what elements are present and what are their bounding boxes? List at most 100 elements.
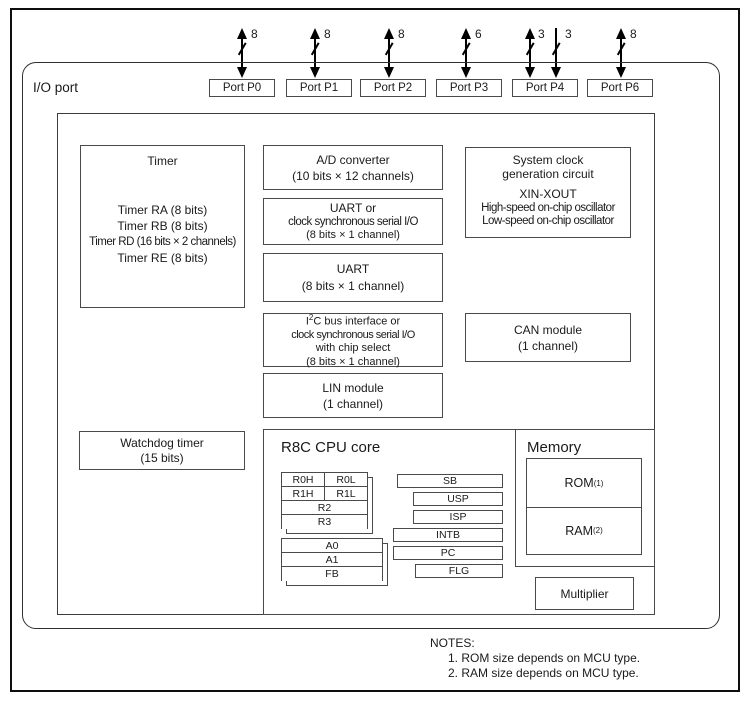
system-clock-block: System clock generation circuit XIN-XOUT… xyxy=(465,147,631,238)
register-isp: ISP xyxy=(413,510,503,524)
rom-footnote-ref: (1) xyxy=(593,478,604,488)
i2c-title-post: C bus interface or xyxy=(313,315,401,328)
register-a1: A1 xyxy=(325,553,339,566)
can-spec: (1 channel) xyxy=(517,338,579,353)
i2c-line: with chip select xyxy=(315,342,391,355)
register-r2: R2 xyxy=(317,501,332,514)
register-intb: INTB xyxy=(393,528,503,542)
bus-width-label: 8 xyxy=(398,27,405,41)
port-box-p0: Port P0 xyxy=(209,79,275,97)
notes-title: NOTES: xyxy=(430,636,475,650)
bus-arrow-port-p0 xyxy=(237,28,247,78)
ram-label: RAM xyxy=(565,523,593,538)
multiplier-label: Multiplier xyxy=(560,586,609,601)
port-box-p4: Port P4 xyxy=(512,79,578,97)
arrowhead-down-icon xyxy=(551,67,561,78)
timer-title: Timer xyxy=(147,154,178,168)
timer-block: Timer Timer RA (8 bits) Timer RB (8 bits… xyxy=(80,145,245,308)
arrowhead-up-icon xyxy=(237,28,247,39)
arrow-shaft xyxy=(465,37,467,69)
bus-width-label: 8 xyxy=(251,27,258,41)
lin-spec: (1 channel) xyxy=(322,396,384,411)
bus-width-label: 3 xyxy=(538,27,545,41)
uart-sync-line: clock synchronous serial I/O xyxy=(288,215,418,228)
watchdog-title: Watchdog timer xyxy=(120,435,204,450)
multiplier-block: Multiplier xyxy=(535,577,634,610)
arrowhead-down-icon xyxy=(461,67,471,78)
rom-cell: ROM(1) xyxy=(527,459,641,508)
bus-width-label: 6 xyxy=(475,27,482,41)
system-clock-title2: generation circuit xyxy=(502,166,594,181)
timer-line: Timer RD (16 bits × 2 channels) xyxy=(89,236,236,248)
bus-arrow-port-p1 xyxy=(310,28,320,78)
watchdog-spec: (15 bits) xyxy=(140,450,184,465)
rom-ram-box: ROM(1) RAM(2) xyxy=(526,458,642,555)
i2c-line: (8 bits × 1 channel) xyxy=(306,355,400,368)
note-item: 2. RAM size depends on MCU type. xyxy=(448,666,639,680)
timer-line: Timer RE (8 bits) xyxy=(117,251,208,265)
ram-cell: RAM(2) xyxy=(527,508,641,553)
bus-arrow-port-p3 xyxy=(461,28,471,78)
uart-sync-line: UART or xyxy=(329,200,377,215)
uart-sync-serial-block: UART or clock synchronous serial I/O (8 … xyxy=(263,198,443,245)
register-r1l: R1L xyxy=(336,487,356,500)
notes-section: NOTES: 1. ROM size depends on MCU type. … xyxy=(430,636,640,681)
arrowhead-up-icon xyxy=(461,28,471,39)
port-box-p3: Port P3 xyxy=(436,79,502,97)
note-item: 1. ROM size depends on MCU type. xyxy=(448,651,641,665)
register-r3: R3 xyxy=(317,516,332,528)
arrowhead-down-icon xyxy=(525,67,535,78)
arrowhead-up-icon xyxy=(525,28,535,39)
timer-line: Timer RB (8 bits) xyxy=(117,219,208,233)
arrow-shaft xyxy=(388,37,390,69)
register-bank2: A0 A1 FB xyxy=(281,538,383,581)
register-flg: FLG xyxy=(415,564,503,578)
io-port-container xyxy=(22,62,720,629)
bus-arrow-port-p4-bidir xyxy=(525,28,535,78)
register-a0: A0 xyxy=(325,539,339,552)
can-module-block: CAN module (1 channel) xyxy=(465,313,631,362)
i2c-title-sup: 2 xyxy=(308,312,314,322)
ad-converter-block: A/D converter (10 bits × 12 channels) xyxy=(263,145,443,190)
ad-converter-spec: (10 bits × 12 channels) xyxy=(292,168,414,183)
lin-title: LIN module xyxy=(322,380,384,395)
memory-title: Memory xyxy=(527,439,582,456)
arrowhead-up-icon xyxy=(384,28,394,39)
arrowhead-down-icon xyxy=(310,67,320,78)
register-bank1: R0H R0L R1H R1L R2 R3 xyxy=(281,472,368,529)
uart-title: UART xyxy=(336,261,370,276)
xin-xout-line: XIN-XOUT xyxy=(519,187,577,201)
port-box-p1: Port P1 xyxy=(286,79,352,97)
uart-block: UART (8 bits × 1 channel) xyxy=(263,253,443,302)
uart-spec: (8 bits × 1 channel) xyxy=(301,278,405,293)
register-sb: SB xyxy=(397,474,503,488)
register-r0h: R0H xyxy=(282,473,325,486)
cpu-core-title: R8C CPU core xyxy=(281,439,381,456)
bus-width-label: 8 xyxy=(630,27,637,41)
register-usp: USP xyxy=(413,492,503,506)
system-clock-title: System clock xyxy=(512,153,584,167)
port-box-p2: Port P2 xyxy=(360,79,426,97)
lin-module-block: LIN module (1 channel) xyxy=(263,373,443,418)
port-box-p6: Port P6 xyxy=(587,79,653,97)
i2c-title-pre: I xyxy=(305,315,309,328)
io-port-label: I/O port xyxy=(33,80,79,95)
ram-footnote-ref: (2) xyxy=(593,526,603,535)
i2c-title: I2C bus interface or xyxy=(306,311,400,329)
arrow-shaft xyxy=(620,37,622,69)
diagram-outer-border xyxy=(10,8,740,692)
arrow-shaft xyxy=(529,37,531,69)
bus-width-label: 3 xyxy=(565,27,572,41)
arrow-shaft xyxy=(314,37,316,69)
register-pc: PC xyxy=(393,546,503,560)
register-fb: FB xyxy=(325,568,339,580)
bus-arrow-port-p6 xyxy=(616,28,626,78)
arrowhead-down-icon xyxy=(616,67,626,78)
i2c-line: clock synchronous serial I/O xyxy=(291,328,415,341)
i2c-block: I2C bus interface or clock synchronous s… xyxy=(263,311,443,368)
bus-width-label: 8 xyxy=(324,27,331,41)
bus-arrow-port-p4-input xyxy=(551,28,561,78)
uart-sync-line: (8 bits × 1 channel) xyxy=(306,228,400,241)
bus-arrow-port-p2 xyxy=(384,28,394,78)
